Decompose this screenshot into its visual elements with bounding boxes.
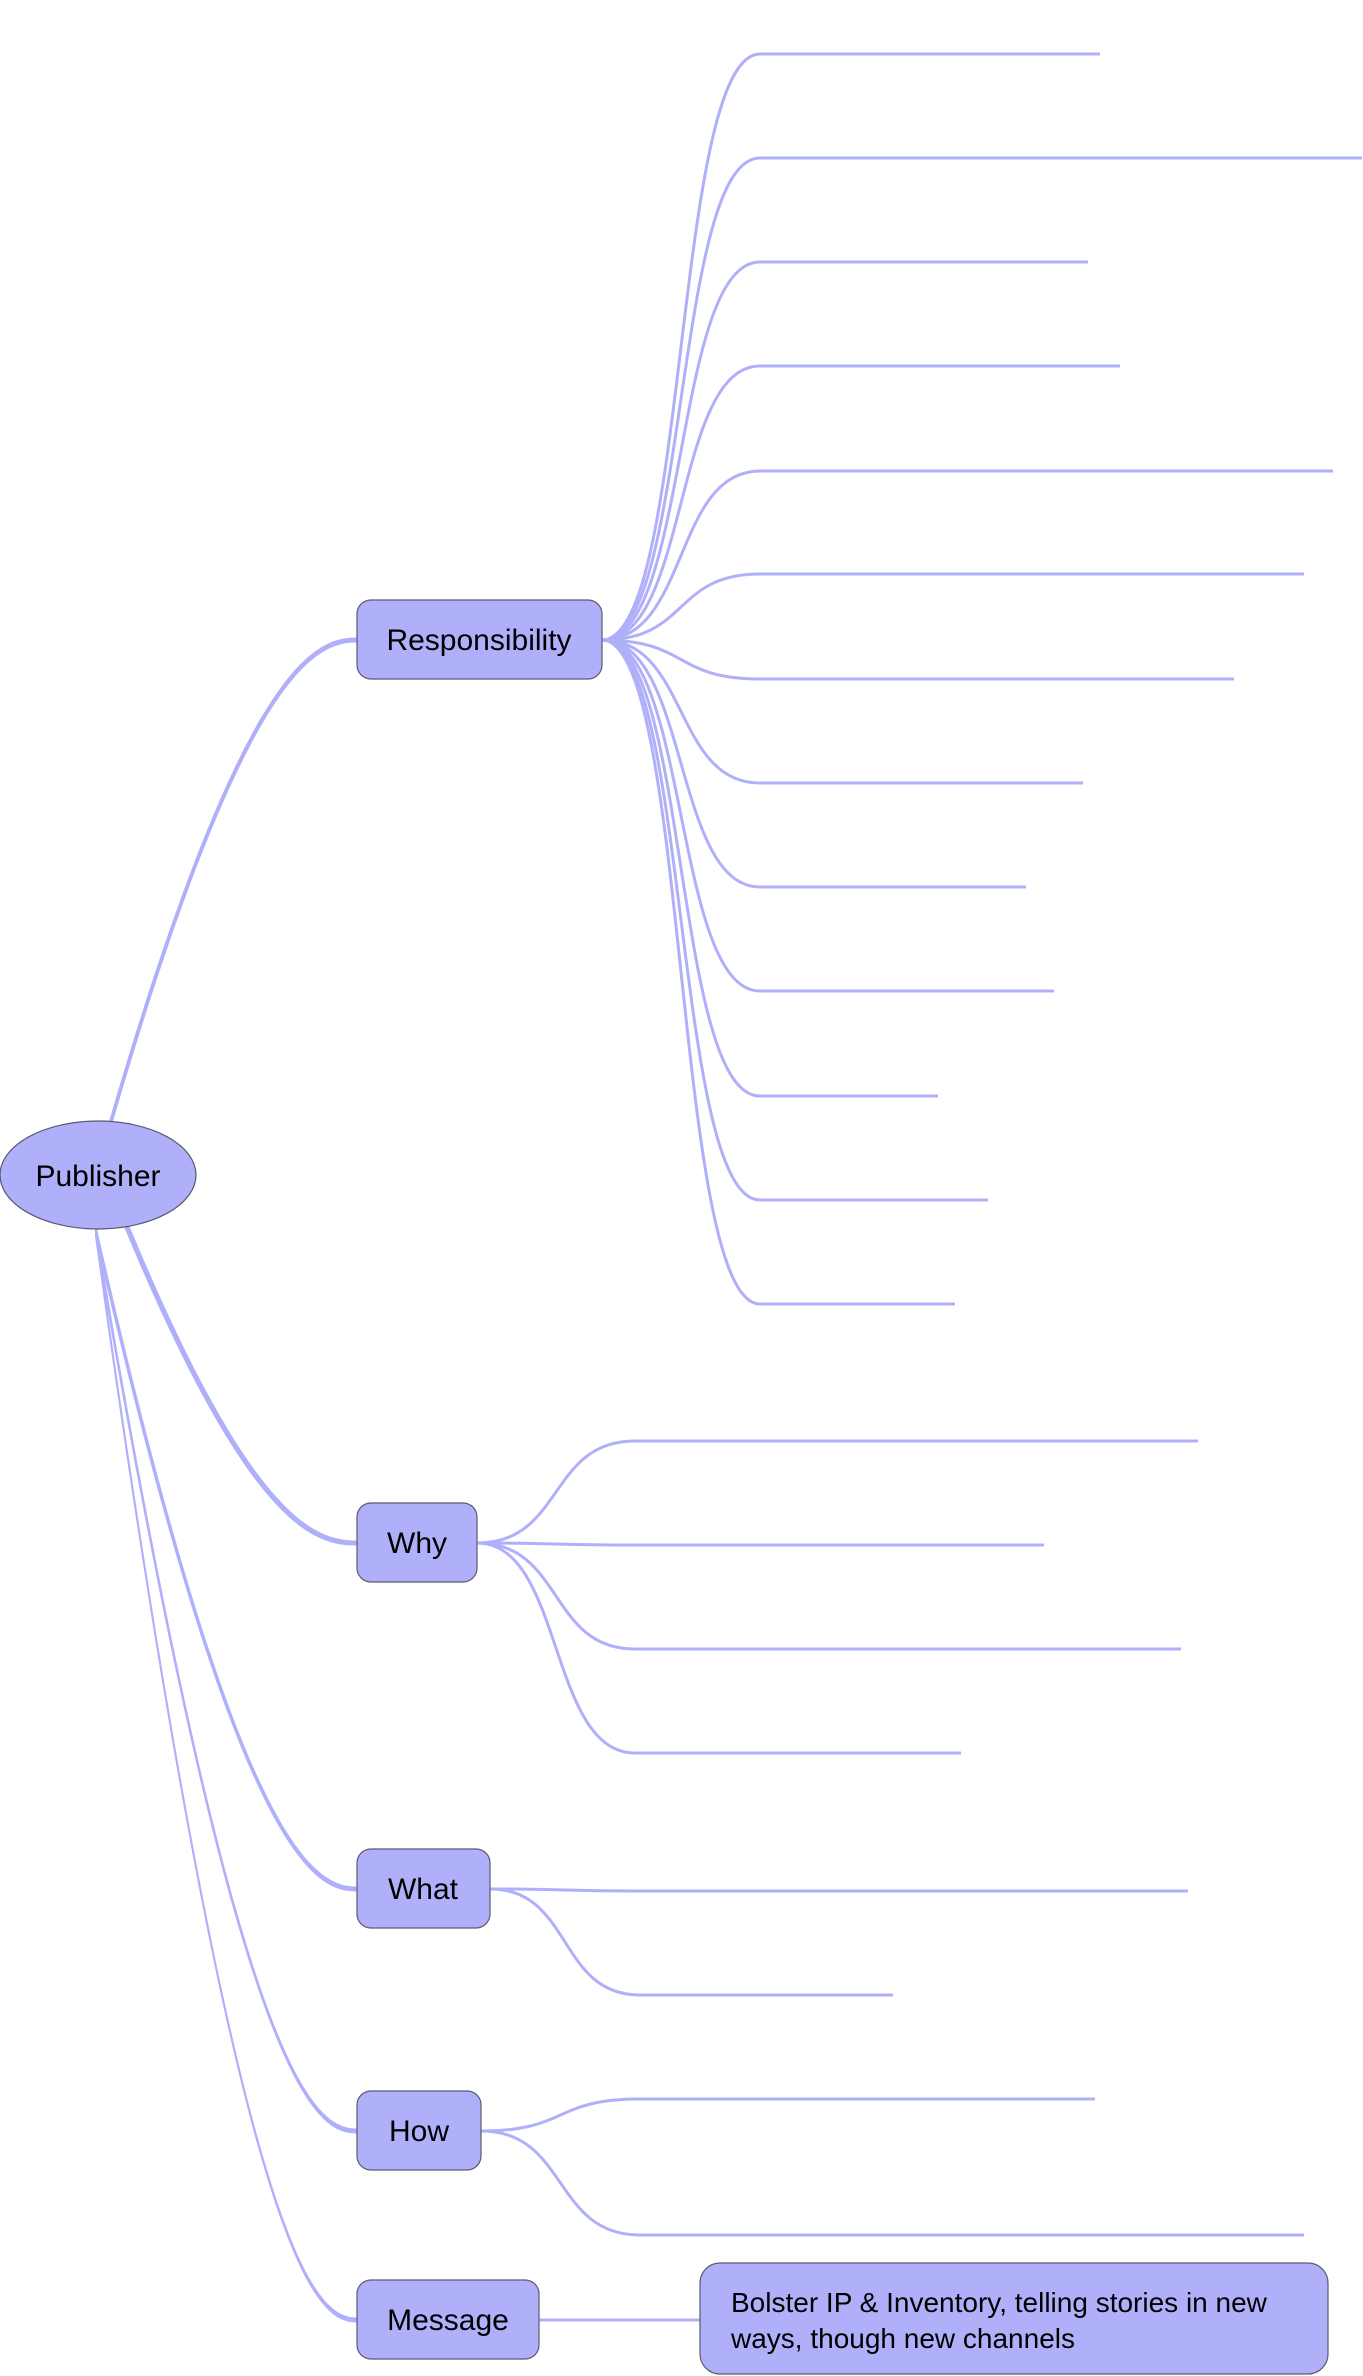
node-responsibility[interactable]: Responsibility <box>356 599 603 680</box>
responsibility-leaf-line <box>601 638 1234 681</box>
node-responsibility-label: Responsibility <box>386 624 571 657</box>
node-how-label: How <box>389 2115 449 2148</box>
responsibility-leaf-line <box>601 638 938 1098</box>
why-leaf-line <box>476 1439 1198 1545</box>
trunk-to-what <box>95 1220 357 1892</box>
message-leaf-node[interactable]: Bolster IP & Inventory, telling stories … <box>699 2262 1329 2375</box>
responsibility-leaf-line <box>601 638 1054 993</box>
node-what[interactable]: What <box>356 1848 491 1929</box>
why-leaf-line <box>476 1541 1181 1651</box>
message-leaf-line-2: ways, though new channels <box>730 2323 1075 2354</box>
trunk-to-responsibility <box>100 637 357 1167</box>
responsibility-leaf-line <box>601 572 1304 642</box>
node-message[interactable]: Message <box>356 2279 540 2360</box>
node-responsibility-box <box>356 599 603 680</box>
responsibility-leaf-line <box>601 469 1333 642</box>
trunks <box>95 637 357 2323</box>
why-leaf-line <box>476 1541 1044 1547</box>
responsibility-leaf-line <box>601 52 1100 642</box>
message-leaf-line-1: Bolster IP & Inventory, telling stories … <box>731 2287 1268 2318</box>
node-what-label: What <box>388 1873 459 1906</box>
root-node[interactable]: Publisher <box>0 1120 197 1230</box>
message-leaf-box <box>699 2262 1329 2375</box>
node-message-box <box>356 2279 540 2360</box>
node-why-label: Why <box>387 1527 447 1560</box>
node-how-box <box>356 2090 482 2171</box>
responsibility-leaf-line <box>601 638 988 1202</box>
responsibility-leaf-line <box>601 364 1120 642</box>
responsibility-leaf-line <box>601 638 955 1306</box>
how-leaf-line <box>480 2129 1304 2237</box>
node-what-box <box>356 1848 491 1929</box>
how-leaf-line <box>480 2097 1095 2133</box>
trunk-to-message <box>95 1220 357 2323</box>
responsibility-leaf-line <box>601 156 1362 642</box>
responsibility-leaf-line <box>601 638 1026 889</box>
root-ellipse <box>0 1120 197 1230</box>
responsibility-leaf-line <box>601 638 1083 785</box>
node-why-box <box>356 1502 478 1583</box>
responsibility-leaf-line <box>601 260 1088 642</box>
what-leaf-line <box>489 1887 1188 1893</box>
node-why[interactable]: Why <box>356 1502 478 1583</box>
why-leaf-line <box>476 1541 961 1755</box>
root-label: Publisher <box>35 1160 160 1193</box>
node-message-label: Message <box>387 2304 509 2337</box>
trunk-to-how <box>95 1220 357 2134</box>
trunk-to-why <box>120 1203 357 1546</box>
what-leaf-line <box>489 1887 893 1997</box>
branch-lines <box>476 52 1362 2322</box>
node-how[interactable]: How <box>356 2090 482 2171</box>
